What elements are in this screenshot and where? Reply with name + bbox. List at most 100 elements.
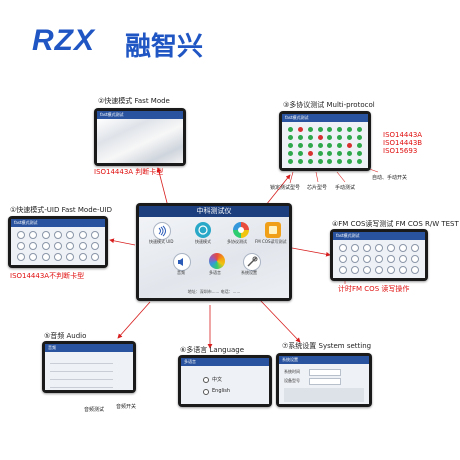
result-dot xyxy=(337,134,343,140)
card-slot xyxy=(78,252,87,261)
card-slot xyxy=(399,254,407,263)
result-dot xyxy=(346,158,352,164)
audio-icon[interactable] xyxy=(173,253,191,271)
result-dot xyxy=(327,150,333,156)
result-dot xyxy=(356,134,362,140)
card-slot xyxy=(90,241,99,250)
card-slot xyxy=(41,241,50,250)
multi-protocol-device: fast模式测试 xyxy=(279,111,371,171)
main-footer: 地址：深圳市...... 电话：...... xyxy=(187,289,241,294)
card-slot xyxy=(29,252,38,261)
arrow-system xyxy=(259,299,301,343)
menu-label: 快速模式 UID xyxy=(149,239,174,244)
multi-protocol-icon[interactable] xyxy=(233,222,249,238)
arrow-audio xyxy=(117,301,151,339)
card-slot xyxy=(78,231,87,240)
nfc-icon[interactable] xyxy=(153,222,171,240)
protocol-note-14443b: ISO14443B xyxy=(383,139,423,147)
result-dot xyxy=(317,158,323,164)
fast-mode-screen xyxy=(97,119,183,163)
audio-row xyxy=(50,374,113,380)
card-slot xyxy=(41,231,50,240)
result-dot xyxy=(356,126,362,132)
card-slot xyxy=(41,252,50,261)
card-slot xyxy=(411,254,419,263)
card-slot xyxy=(53,231,62,240)
result-dot xyxy=(356,158,362,164)
audio-row xyxy=(50,358,113,364)
uid-slot-grid xyxy=(16,231,100,261)
result-dot xyxy=(346,142,352,148)
language-icon[interactable] xyxy=(209,253,225,269)
auto-manual-switch-label: 自动、手动开关 xyxy=(372,175,408,181)
card-slot xyxy=(375,265,383,274)
card-slot xyxy=(375,254,383,263)
result-dot xyxy=(298,134,304,140)
arrow-fm-cos xyxy=(291,247,331,257)
card-slot xyxy=(411,265,419,274)
device-model-input[interactable] xyxy=(309,378,341,385)
result-dot xyxy=(327,134,333,140)
result-dot xyxy=(317,142,323,148)
fast-mode-icon[interactable] xyxy=(195,222,211,238)
lock-model-label: 锁定测试型号 xyxy=(270,185,301,191)
audio-device: 音频 xyxy=(42,341,136,393)
card-slot xyxy=(66,252,75,261)
result-dot xyxy=(288,142,294,148)
language-option-chinese[interactable]: 中文 xyxy=(212,377,223,383)
result-dot xyxy=(307,150,313,156)
result-dot xyxy=(307,134,313,140)
result-dot xyxy=(337,142,343,148)
card-slot xyxy=(351,244,359,253)
system-titlebar: 系统设置 xyxy=(279,356,369,364)
result-dot xyxy=(317,126,323,132)
settings-icon[interactable] xyxy=(243,253,261,271)
card-slot xyxy=(363,265,371,274)
fm-cos-note: 计时FM COS 读写操作 xyxy=(338,285,410,293)
menu-label: 多语言 xyxy=(209,270,221,275)
result-dot xyxy=(346,134,352,140)
card-slot xyxy=(53,241,62,250)
system-info-area xyxy=(284,388,364,402)
result-dot xyxy=(288,134,294,140)
language-radio[interactable] xyxy=(203,377,209,383)
language-device: 多语言 中文 English xyxy=(178,355,272,407)
result-dot xyxy=(288,150,294,156)
card-slot xyxy=(90,231,99,240)
multi-protocol-titlebar: fast模式测试 xyxy=(282,114,368,122)
card-slot xyxy=(363,254,371,263)
result-dot xyxy=(298,126,304,132)
fm-cos-slot-grid xyxy=(338,244,420,274)
result-dot xyxy=(298,158,304,164)
result-dot xyxy=(327,158,333,164)
result-dot xyxy=(356,150,362,156)
system-time-input[interactable] xyxy=(309,369,341,376)
card-slot xyxy=(17,252,26,261)
result-dot xyxy=(307,126,313,132)
sim-card-icon[interactable] xyxy=(265,222,281,238)
result-dot xyxy=(327,142,333,148)
result-dot xyxy=(288,126,294,132)
system-caption: ⑦系统设置 System setting xyxy=(282,342,372,350)
card-slot xyxy=(387,265,395,274)
result-dot xyxy=(346,126,352,132)
card-slot xyxy=(66,241,75,250)
result-dot xyxy=(298,150,304,156)
card-slot xyxy=(66,231,75,240)
chip-model-label: 芯片型号 xyxy=(307,185,328,191)
protocol-note-14443a: ISO14443A xyxy=(383,131,423,139)
card-slot xyxy=(29,231,38,240)
language-radio[interactable] xyxy=(203,389,209,395)
system-field-label: 设备型号 xyxy=(284,378,300,383)
card-slot xyxy=(339,254,347,263)
result-dot xyxy=(288,158,294,164)
language-option-english[interactable]: English xyxy=(212,388,231,394)
result-dot xyxy=(356,142,362,148)
result-dot xyxy=(337,150,343,156)
card-slot xyxy=(399,244,407,253)
main-device: 中科测试仪 快速模式 UID 快速模式 多协议测试 FM COS读写测试 音频 … xyxy=(136,203,292,301)
fast-mode-note: ISO14443A 判断卡型 xyxy=(94,168,164,176)
main-title: 中科测试仪 xyxy=(139,206,289,217)
card-slot xyxy=(375,244,383,253)
card-slot xyxy=(387,254,395,263)
